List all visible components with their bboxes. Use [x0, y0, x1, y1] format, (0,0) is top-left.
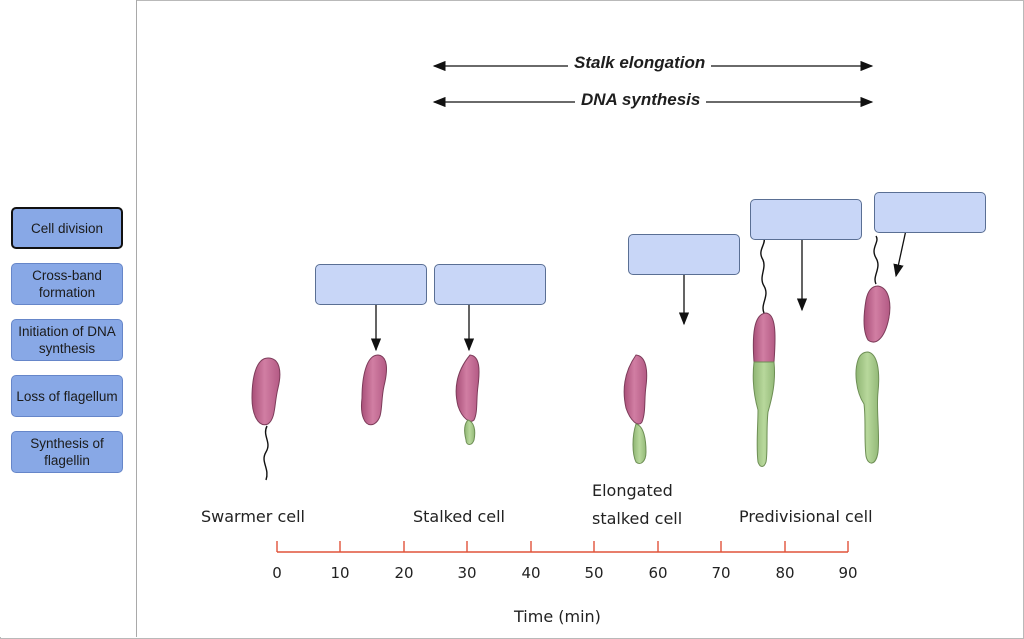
chip-cross-band-formation[interactable]: Cross-band formation	[11, 263, 123, 305]
tick-label: 80	[775, 564, 795, 582]
swarmer-cell-drawing	[251, 357, 281, 481]
tick-label: 70	[711, 564, 731, 582]
tick-label: 0	[272, 564, 282, 582]
axis-title: Time (min)	[514, 607, 601, 626]
chip-loss-of-flagellum[interactable]: Loss of flagellum	[11, 375, 123, 417]
chip-initiation-of-dna-synthesis[interactable]: Initiation of DNA synthesis	[11, 319, 123, 361]
tick-label: 60	[648, 564, 668, 582]
stage-label-elongated-1: Elongated	[592, 481, 673, 500]
pointer-arrow-5	[893, 229, 907, 278]
predivisional-cell-drawing	[752, 237, 776, 467]
stalk-elongation-label: Stalk elongation	[568, 53, 712, 73]
dividing-cells-drawing	[855, 235, 891, 464]
tick-label: 30	[457, 564, 477, 582]
tick-label: 50	[584, 564, 604, 582]
drop-zone-3[interactable]	[628, 234, 740, 275]
tick-label: 40	[521, 564, 541, 582]
stage-label-predivisional: Predivisional cell	[739, 507, 873, 526]
stage-label-stalked: Stalked cell	[413, 507, 505, 526]
time-axis	[276, 541, 849, 553]
drop-zone-5[interactable]	[874, 192, 986, 233]
chip-cell-division[interactable]: Cell division	[11, 207, 123, 249]
cell-2-drawing	[361, 354, 387, 426]
drop-zone-4[interactable]	[750, 199, 862, 240]
chip-synthesis-of-flagellin[interactable]: Synthesis of flagellin	[11, 431, 123, 473]
drop-zone-1[interactable]	[315, 264, 427, 305]
stalked-cell-drawing	[455, 354, 480, 445]
stage-label-swarmer: Swarmer cell	[201, 507, 305, 526]
dna-synthesis-label: DNA synthesis	[575, 90, 707, 110]
elongated-stalked-cell-drawing	[623, 354, 648, 465]
tick-label: 20	[394, 564, 414, 582]
tick-label: 90	[838, 564, 858, 582]
tick-label: 10	[330, 564, 350, 582]
drop-zone-2[interactable]	[434, 264, 546, 305]
answer-bank: Cell division Cross-band formation Initi…	[0, 0, 137, 637]
stage-label-elongated-2: stalked cell	[592, 509, 683, 528]
